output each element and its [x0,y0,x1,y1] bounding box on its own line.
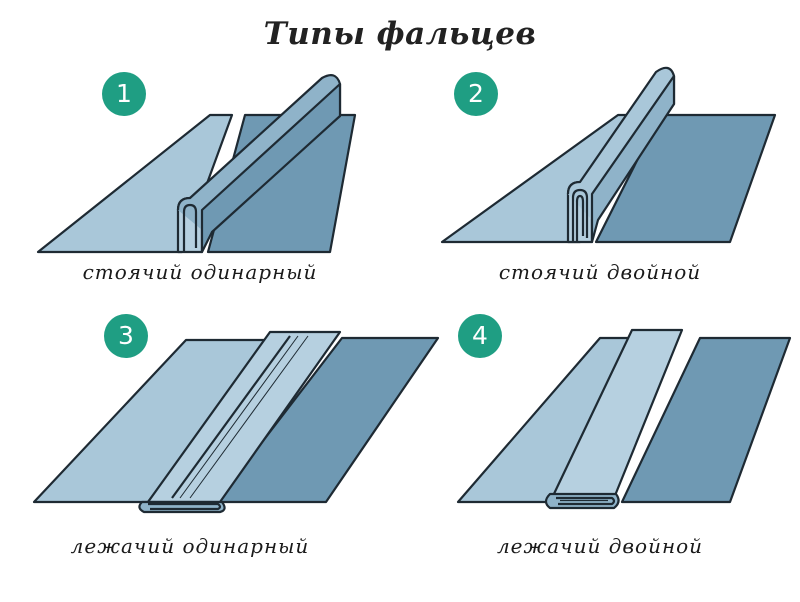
diagram-title: Типы фальцев [263,16,537,52]
caption-lying-double: лежачий двойной [496,534,704,558]
caption-standing-double: стоячий двойной [498,260,702,284]
lying-single-seam-illustration [32,330,440,514]
panel-lying-single: 3 лежачий одинарный [0,312,440,602]
panel-standing-double: 2 стоячий двойной [400,60,800,350]
panel-lying-double: 4 лежачий двойной [400,312,800,602]
standing-rib-top [176,73,342,231]
badge-number-1: 1 [102,72,146,116]
right-sheet [620,336,792,504]
badge-number-4: 4 [458,314,502,358]
panel-standing-single: 1 стоячий одинарный [0,60,400,350]
right-sheet [214,336,440,504]
standing-rib-side [200,82,342,254]
standing-double-seam-illustration [440,66,777,244]
lying-double-seam-illustration [456,328,792,510]
badge-number-2: 2 [454,72,498,116]
caption-standing-single: стоячий одинарный [82,260,318,284]
caption-lying-single: лежачий одинарный [70,534,310,558]
standing-rib-top [566,66,676,221]
standing-single-seam-illustration [36,73,357,254]
badge-number-3: 3 [104,314,148,358]
standing-rib-side [590,74,676,244]
